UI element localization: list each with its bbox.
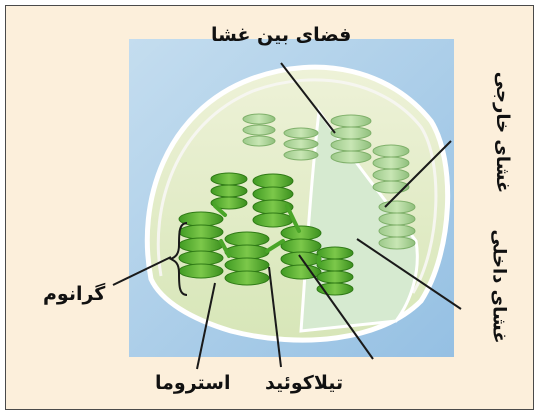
label-granum: گرانوم bbox=[43, 283, 105, 305]
label-outer-membrane: غشای خارجی bbox=[492, 72, 513, 193]
label-inner-membrane: غشای داخلی bbox=[489, 229, 510, 343]
label-intermembrane-space: فضای بین غشا bbox=[211, 24, 351, 46]
diagram-frame: فضای بین غشا غشای خارجی غشای داخلی گرانو… bbox=[5, 5, 534, 410]
label-stroma: استروما bbox=[155, 372, 230, 394]
label-thylakoid: تیلاکوئید bbox=[265, 372, 343, 394]
chloroplast-illustration bbox=[6, 6, 534, 410]
